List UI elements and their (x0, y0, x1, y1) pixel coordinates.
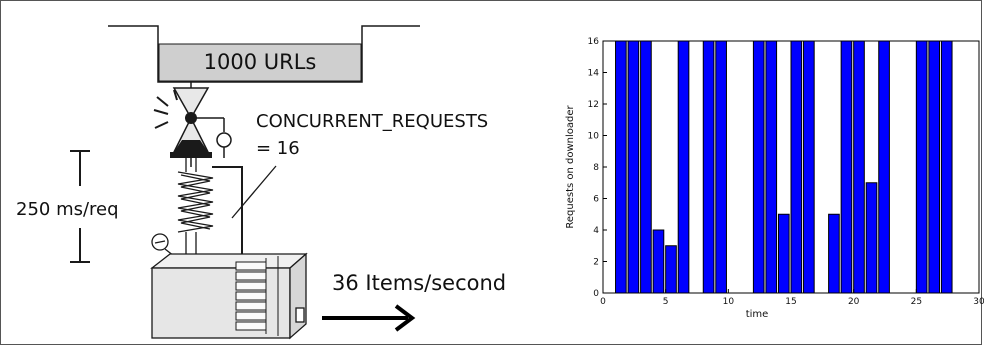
chart-bars (615, 40, 953, 294)
x-tick-label: 15 (785, 297, 796, 307)
concurrent-requests-value: = 16 (256, 138, 300, 159)
bar-19 (928, 40, 941, 294)
bar-15 (853, 40, 865, 294)
label-leader-line (231, 165, 277, 219)
valve-light-rays-icon (153, 89, 178, 129)
bar-14 (840, 40, 853, 294)
output-arrow-icon (322, 304, 416, 332)
control-line (212, 166, 243, 256)
y-tick-label: 6 (593, 195, 599, 205)
y-tick-label: 8 (593, 163, 599, 173)
x-tick-label: 5 (663, 297, 669, 307)
bar-11 (790, 40, 803, 294)
gauge-icon (151, 233, 175, 257)
x-tick-label: 10 (723, 297, 735, 307)
bar-4 (665, 245, 677, 294)
downloader-machine (150, 252, 308, 340)
bar-7 (715, 40, 727, 294)
x-tick-label: 30 (973, 297, 984, 307)
bar-20 (940, 40, 953, 294)
bar-2 (640, 40, 652, 294)
bar-8 (752, 40, 765, 294)
y-tick-label: 12 (588, 100, 599, 110)
queue-label: 1000 URLs (204, 50, 317, 74)
y-tick-label: 4 (593, 226, 599, 236)
latency-bracket (70, 150, 90, 263)
bar-3 (652, 229, 665, 294)
bar-12 (803, 40, 815, 294)
bar-6 (702, 40, 715, 294)
bar-13 (828, 213, 840, 294)
bar-16 (865, 182, 878, 294)
concurrent-requests-label: CONCURRENT_REQUESTS (256, 111, 488, 132)
bar-17 (878, 40, 890, 294)
y-tick-label: 14 (588, 69, 600, 79)
bar-0 (615, 40, 627, 294)
x-tick-label: 25 (911, 297, 922, 307)
queue-container (108, 25, 420, 83)
valve-icon (170, 87, 232, 158)
y-tick-label: 16 (588, 37, 600, 47)
requests-bar-chart: 0 5 10 15 20 25 30 0 2 4 6 8 10 12 14 16 Requests on do… (565, 37, 984, 320)
y-tick-label: 2 (593, 258, 599, 268)
queue-fill (158, 43, 362, 82)
y-tick-label: 10 (588, 132, 600, 142)
scrapy-pipeline-diagram: 1000 URLs (16, 25, 506, 340)
x-tick-label: 20 (848, 297, 860, 307)
bar-1 (627, 40, 640, 294)
latency-label: 250 ms/req (16, 199, 119, 220)
y-tick-label: 0 (593, 289, 599, 299)
bar-18 (915, 40, 928, 294)
y-axis-label: Requests on downloader (565, 104, 576, 228)
x-axis-label: time (746, 309, 769, 320)
x-tick-label: 0 (600, 297, 606, 307)
machine-fins (235, 256, 279, 336)
bar-10 (777, 213, 790, 294)
bar-5 (677, 40, 690, 294)
latency-spring-icon (177, 158, 214, 256)
bar-9 (765, 40, 778, 294)
throughput-label: 36 Items/second (332, 271, 506, 295)
chart-ticks: 0 5 10 15 20 25 30 0 2 4 6 8 10 12 14 16 (588, 37, 984, 307)
